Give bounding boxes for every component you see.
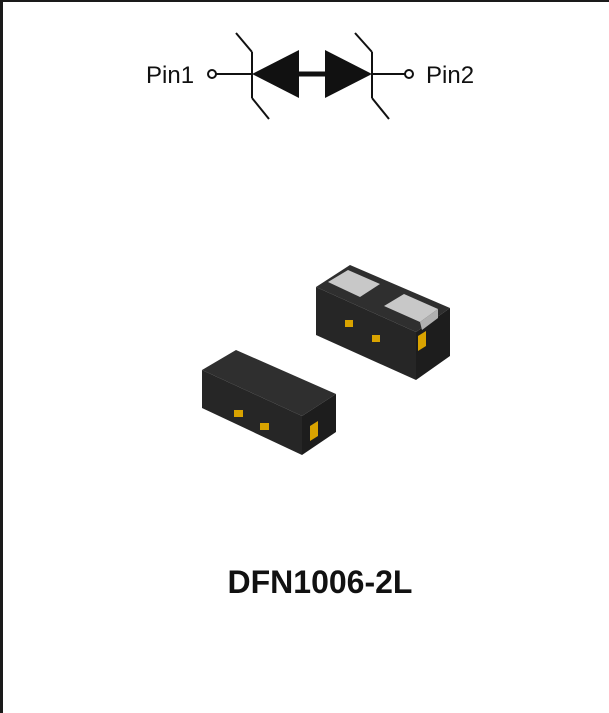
pin2-label: Pin2	[426, 62, 475, 89]
gold-pad-bottom-1	[234, 410, 243, 417]
chip-left-side	[316, 287, 416, 380]
gold-pad-bottom-corner	[310, 421, 318, 441]
gold-pad-side-2	[372, 335, 380, 342]
right-diode-triangle	[325, 50, 372, 98]
silver-pad-front-notch	[420, 309, 438, 330]
left-diode-triangle	[252, 50, 299, 98]
chip-bottom-view	[202, 350, 336, 455]
chip-top-view	[316, 265, 450, 380]
chip2-left-side	[202, 370, 302, 455]
gold-pad-corner	[418, 331, 426, 351]
silver-pad-front	[384, 294, 438, 322]
right-cathode-tip-top	[354, 32, 373, 53]
pin1-terminal	[207, 69, 217, 79]
pin2-terminal	[404, 69, 414, 79]
pin1-label: Pin1	[146, 62, 195, 89]
chip2-top-face	[202, 350, 336, 416]
package-name-label: DFN1006-2L	[227, 564, 413, 600]
gold-pad-bottom-2	[260, 423, 269, 430]
gold-pad-side-1	[345, 320, 353, 327]
left-cathode-tip-top	[235, 32, 253, 53]
left-cathode-tip-bottom	[251, 97, 270, 120]
schematic-symbol: Pin1 Pin2	[0, 0, 609, 160]
right-cathode-tip-bottom	[371, 97, 390, 120]
bidirectional-tvs-diode-icon	[207, 32, 414, 120]
silver-pad-back	[328, 270, 380, 297]
dfn-package-illustration	[202, 265, 450, 455]
